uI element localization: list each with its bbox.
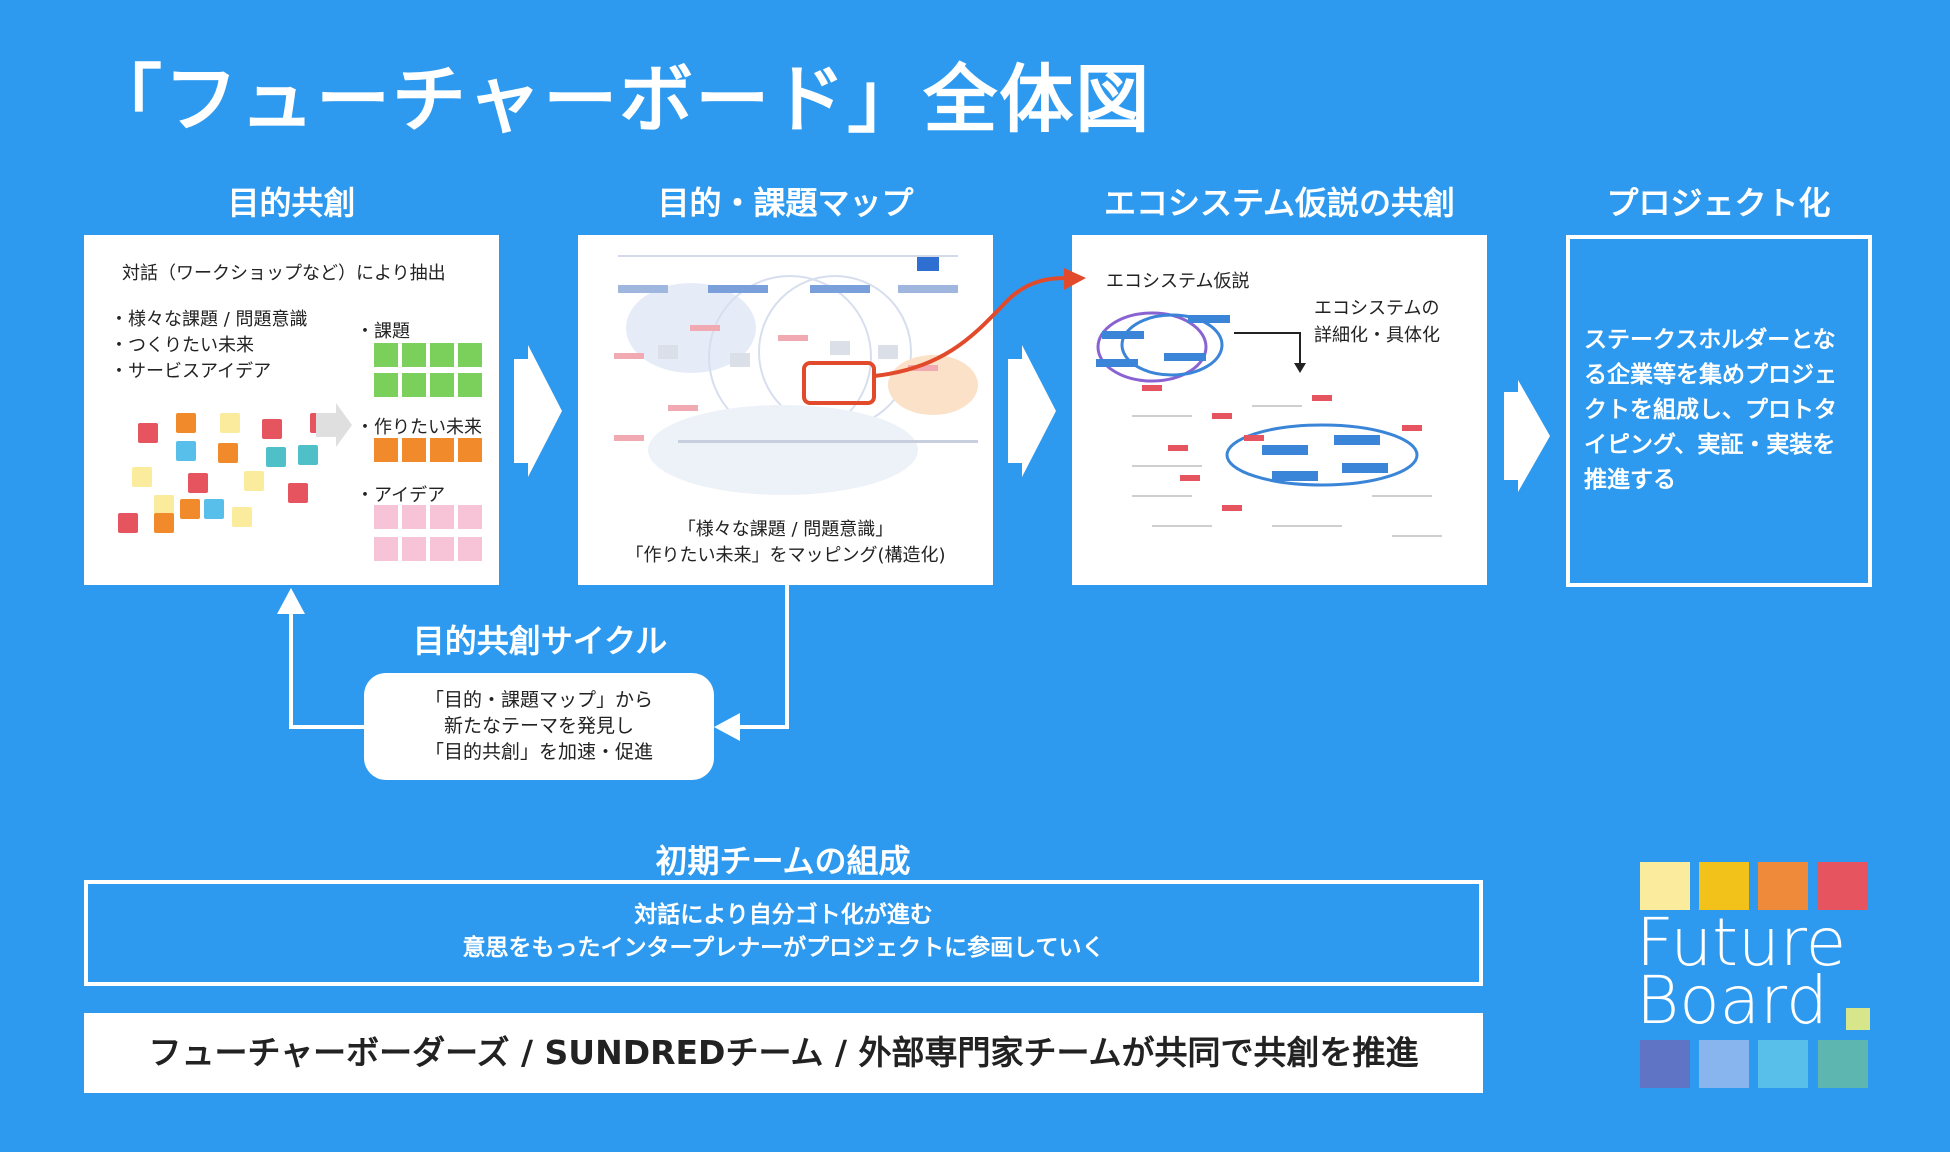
page-title: 「フューチャーボード」全体図: [88, 57, 1152, 143]
map-highlight-box: [802, 361, 876, 405]
ecosystem-hypothesis-panel: エコシステム仮説 エコシステムの 詳細化・具体化: [1072, 235, 1487, 585]
logo-square: [1699, 862, 1749, 910]
extraction-text: 対話（ワークショップなど）により抽出: [122, 263, 446, 284]
flow-arrow-1-icon: [514, 345, 562, 477]
projectization-line3: クトを組成し、プロトタ: [1584, 397, 1837, 423]
logo-square: [1818, 1040, 1868, 1088]
future-board-logo: Future Board: [1636, 862, 1870, 1090]
bullet-issues: ・様々な課題 / 問題意識: [110, 309, 308, 330]
projectization-panel: ステークスホルダーとな る企業等を集めプロジェ クトを組成し、プロトタ イピング…: [1566, 235, 1872, 587]
ecosystem-label: エコシステム仮説: [1106, 271, 1250, 292]
team-line1: 対話により自分ゴト化が進む: [634, 902, 933, 928]
cycle-heading: 目的共創サイクル: [412, 622, 668, 660]
cycle-arrow-left-icon: [714, 713, 740, 741]
projectization-line4: イピング、実証・実装を: [1584, 432, 1836, 458]
collaboration-banner: フューチャーボーダーズ / SUNDREDチーム / 外部専門家チームが共同で共…: [84, 1013, 1483, 1093]
group-label-issues: ・課題: [356, 321, 410, 342]
cycle-arrow-up-icon: [277, 588, 305, 614]
ecosystem-detail: エコシステムの 詳細化・具体化: [1314, 295, 1440, 349]
detail-line1: エコシステムの: [1314, 298, 1440, 319]
flow-arrow-3-icon: [1504, 380, 1550, 492]
bullet-future: ・つくりたい未来: [110, 335, 254, 356]
purpose-cocreation-panel: 対話（ワークショップなど）により抽出 ・様々な課題 / 問題意識 ・つくりたい未…: [84, 235, 499, 585]
projectization-line1: ステークスホルダーとな: [1584, 327, 1836, 353]
logo-square: [1818, 862, 1868, 910]
grey-arrow-icon: [316, 403, 352, 447]
cycle-line2: 新たなテーマを発見し: [443, 715, 634, 737]
logo-square: [1758, 862, 1808, 910]
highlight-connector-arrow-icon: [873, 268, 1086, 378]
logo-text-board: Board: [1636, 962, 1828, 1039]
purpose-issue-map-panel: 「様々な課題 / 問題意識」 「作りたい未来」をマッピング(構造化): [578, 235, 993, 585]
stage-heading-purpose-issue-map: 目的・課題マップ: [657, 184, 914, 222]
team-line2: 意思をもったインタープレナーがプロジェクトに参画していく: [462, 935, 1105, 961]
logo-square: [1758, 1040, 1808, 1088]
cycle-line3: 「目的共創」を加速・促進: [424, 741, 653, 763]
team-description-box: 対話により自分ゴト化が進む 意思をもったインタープレナーがプロジェクトに参画して…: [84, 880, 1483, 986]
collaboration-text: フューチャーボーダーズ / SUNDREDチーム / 外部専門家チームが共同で共…: [148, 1033, 1419, 1072]
stage-heading-projectization: プロジェクト化: [1606, 184, 1831, 222]
team-text: 対話により自分ゴト化が進む 意思をもったインタープレナーがプロジェクトに参画して…: [88, 884, 1479, 965]
ecosystem-diagram-thumbnail: [1096, 311, 1442, 537]
stage-heading-purpose-cocreation: 目的共創: [227, 184, 356, 222]
projectization-text: ステークスホルダーとな る企業等を集めプロジェ クトを組成し、プロトタ イピング…: [1584, 323, 1837, 498]
group-label-future: ・作りたい未来: [356, 417, 482, 438]
team-heading: 初期チームの組成: [655, 842, 911, 880]
projectization-line5: 推進する: [1584, 467, 1676, 493]
stage-heading-ecosystem-hypothesis: エコシステム仮説の共創: [1103, 184, 1456, 222]
map-caption: 「様々な課題 / 問題意識」 「作りたい未来」をマッピング(構造化): [578, 517, 993, 569]
map-caption-line2: 「作りたい未来」をマッピング(構造化): [625, 545, 946, 566]
detail-line2: 詳細化・具体化: [1314, 325, 1440, 346]
bullet-service-ideas: ・サービスアイデア: [110, 361, 272, 382]
flow-arrow-2-icon: [1008, 345, 1056, 477]
group-label-ideas: ・アイデア: [356, 485, 446, 506]
logo-square: [1699, 1040, 1749, 1088]
bullet-list: ・様々な課題 / 問題意識 ・つくりたい未来 ・サービスアイデア: [110, 307, 308, 385]
logo-text-future: Future: [1636, 904, 1847, 981]
logo-square: [1640, 1040, 1690, 1088]
logo-dot: [1846, 1008, 1870, 1030]
projectization-line2: る企業等を集めプロジェ: [1584, 362, 1837, 388]
map-caption-line1: 「様々な課題 / 問題意識」: [677, 519, 894, 540]
logo-square: [1640, 862, 1690, 910]
cycle-line1: 「目的・課題マップ」から: [424, 689, 653, 711]
cycle-description-box: 「目的・課題マップ」から 新たなテーマを発見し 「目的共創」を加速・促進: [364, 673, 714, 780]
